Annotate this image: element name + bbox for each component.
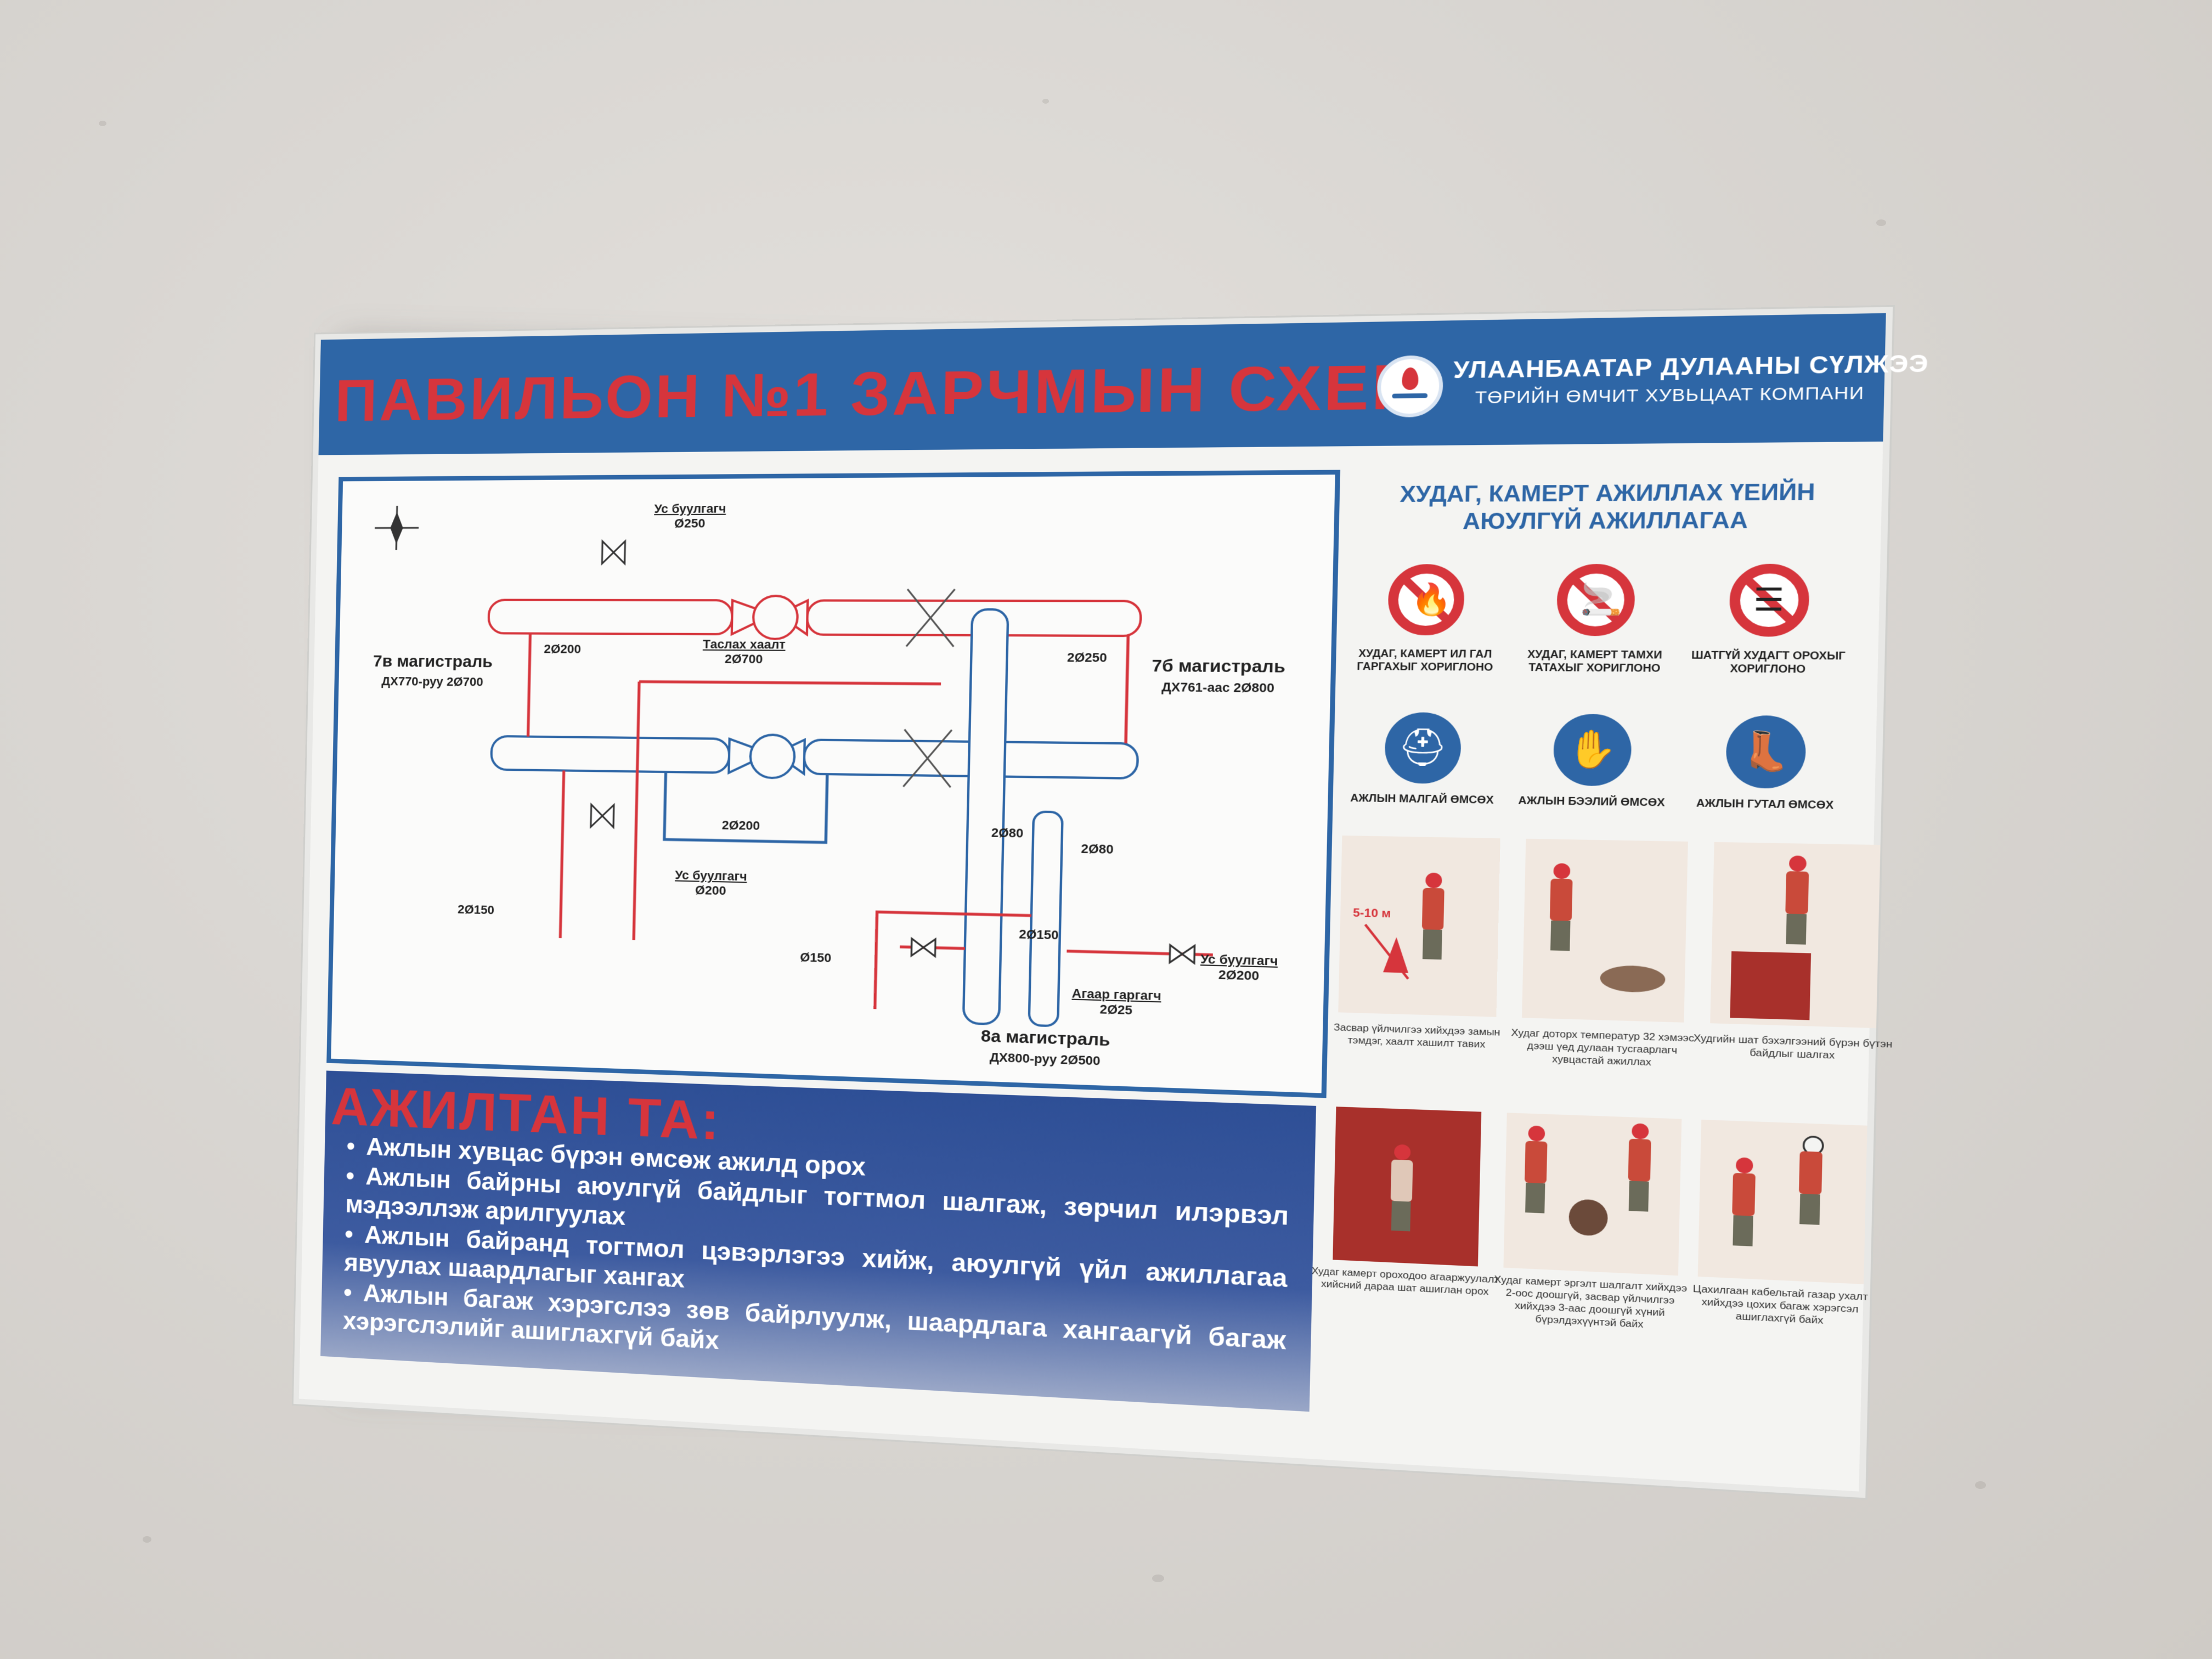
label-d200-mid: 2Ø200	[721, 817, 760, 833]
top-main-pipe	[488, 595, 1141, 640]
wall-speck	[1876, 219, 1886, 226]
illustration-ladder-check	[1710, 842, 1881, 1029]
illustration-team	[1503, 1113, 1682, 1276]
central-column	[963, 610, 1067, 1026]
label-d150-mid: 2Ø150	[1019, 927, 1059, 943]
board-title: ПАВИЛЬОН №1 ЗАРЧМЫН СХЕМ	[334, 350, 1432, 434]
illustration-caption: Засвар үйлчилгээ хийхдээ замын тэмдэг, х…	[1333, 1022, 1500, 1050]
no-smoking-icon: 🚬	[1556, 564, 1636, 636]
illustration-caption: Худгийн шат бэхэлгээний бүрэн бүтэн байд…	[1693, 1032, 1893, 1062]
label-d250-right: 2Ø250	[1066, 650, 1108, 665]
worker-panel: АЖИЛТАН ТА: •Ажлын хувцас бүрэн өмсөж аж…	[320, 1070, 1317, 1412]
wall-speck	[1042, 99, 1049, 104]
boots-icon: 👢	[1725, 715, 1807, 789]
wall-speck	[1975, 1481, 1986, 1489]
label-d150-left: 2Ø150	[457, 902, 495, 917]
wall-speck	[143, 1536, 151, 1543]
label-d200-left: 2Ø200	[544, 641, 582, 656]
illustration-caption: Цахилгаан кабельтай газар ухалт хийхдээ …	[1692, 1283, 1869, 1327]
logo-drop-icon	[1402, 367, 1419, 390]
prohibition-caption: ХУДАГ, КАМЕРТ ТАМХИ ТАТАХЫГ ХОРИГЛОНО	[1527, 648, 1662, 674]
mandatory-caption: АЖЛЫН БЭЭЛИЙ ӨМСӨХ	[1518, 794, 1665, 809]
illustration-ventilation	[1333, 1107, 1482, 1267]
wall-speck	[1152, 1575, 1164, 1582]
illustration-caption: Худаг камерт ороходоо агааржуулалт хийсн…	[1311, 1265, 1499, 1297]
illustration-caption: Худаг камерт эргэлт шалгалт хийхдээ 2-оо…	[1494, 1273, 1688, 1330]
gloves-icon: ✋	[1553, 713, 1632, 787]
company-name: УЛААНБААТАР ДУЛААНЫ СҮЛЖЭЭ	[1453, 350, 1929, 383]
board-header: ПАВИЛЬОН №1 ЗАРЧМЫН СХЕМ УЛААНБААТАР ДУЛ…	[318, 313, 1929, 455]
prohibition-caption: ШАТГҮЙ ХУДАГТ ОРОХЫГ ХОРИГЛОНО	[1691, 649, 1846, 675]
label-d80-b: 2Ø80	[1081, 841, 1114, 857]
label-d150-low: Ø150	[800, 950, 832, 966]
wall-speck	[99, 121, 106, 126]
illustration-road-sign: 5-10 м	[1338, 835, 1500, 1017]
signboard: ПАВИЛЬОН №1 ЗАРЧМЫН СХЕМ УЛААНБААТАР ДУЛ…	[293, 307, 1929, 1498]
label-d80-a: 2Ø80	[991, 825, 1024, 840]
company-type: ТӨРИЙН ӨМЧИТ ХУВЬЦААТ КОМПАНИ	[1475, 383, 1865, 408]
compass-icon	[374, 506, 419, 550]
pipe-diagram	[331, 475, 1335, 1093]
mandatory-caption: АЖЛЫН МАЛГАЙ ӨМСӨХ	[1350, 792, 1494, 806]
helmet-icon: ⛑	[1384, 712, 1462, 785]
illustration-caption: Худаг доторх температур 32 хэмээс дээш ү…	[1511, 1026, 1695, 1068]
logo-wave-icon	[1392, 393, 1428, 399]
bottom-main-pipe	[491, 732, 1138, 783]
distance-tag: 5-10 м	[1352, 906, 1391, 921]
illustration-cable-dig	[1697, 1119, 1867, 1284]
worker-rules-list: •Ажлын хувцас бүрэн өмсөж ажилд орох •Аж…	[343, 1132, 1290, 1388]
prohibition-caption: ХУДАГ, КАМЕРТ ИЛ ГАЛ ГАРГАХЫГ ХОРИГЛОНО	[1357, 647, 1493, 673]
no-fire-icon: 🔥	[1387, 564, 1465, 636]
mandatory-caption: АЖЛЫН ГУТАЛ ӨМСӨХ	[1696, 797, 1834, 811]
illustration-heat-suit	[1522, 838, 1688, 1023]
no-ladder-icon: ☰	[1729, 563, 1810, 637]
